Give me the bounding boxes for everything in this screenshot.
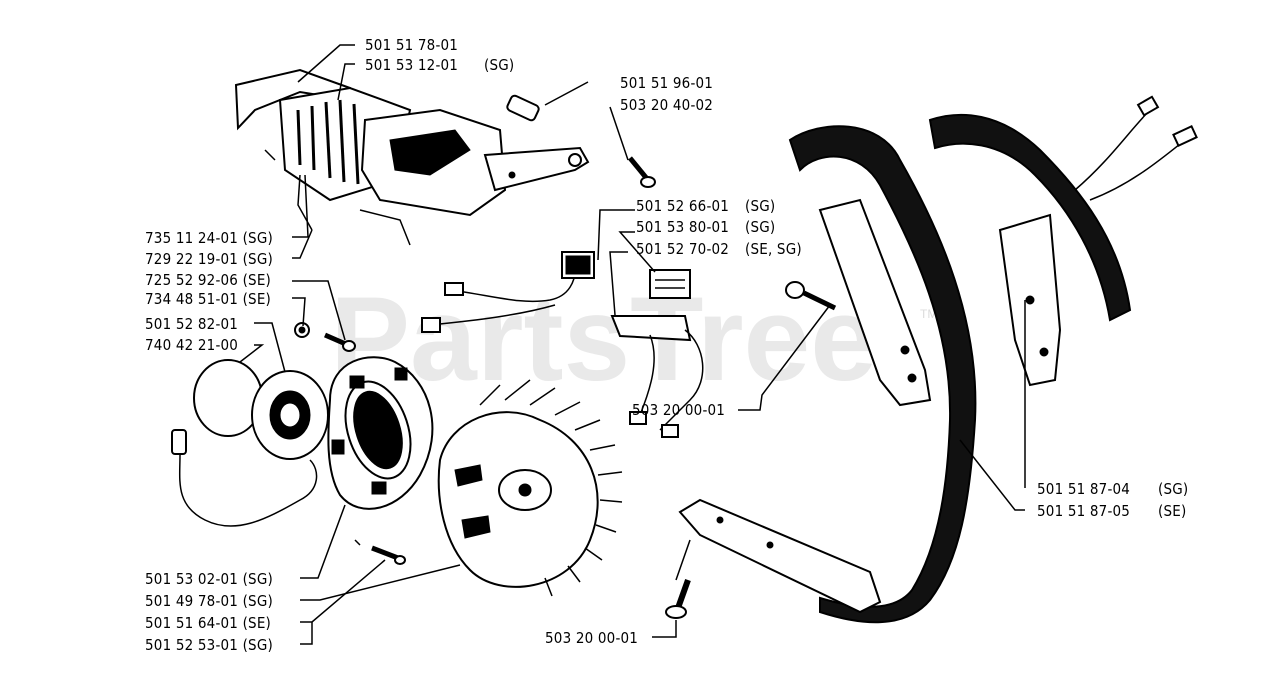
label-501-52-70-02-tag: (SE, SG) — [745, 240, 802, 258]
label-501-51-78-01: 501 51 78-01 — [365, 36, 458, 54]
wiring-harness — [421, 251, 595, 333]
watermark-text: PartsTree — [330, 272, 877, 406]
label-503-20-40-02: 503 20 40-02 — [620, 96, 713, 114]
ignition-coil-ring — [327, 356, 434, 510]
ignition-bracket-assembly — [234, 68, 590, 246]
label-501-51-64-01: 501 51 64-01 (SE) — [145, 614, 271, 632]
label-501-49-78-01: 501 49 78-01 (SG) — [145, 592, 273, 610]
screw-503-20-40-02 — [628, 156, 656, 188]
label-501-53-02-01: 501 53 02-01 (SG) — [145, 570, 273, 588]
terminal-connector — [506, 94, 540, 122]
label-501-52-82-01: 501 52 82-01 — [145, 315, 238, 333]
label-501-52-66-01-tag: (SG) — [745, 197, 775, 215]
screw-washer-set — [294, 322, 356, 352]
label-729-22-19-01: 729 22 19-01 (SG) — [145, 250, 273, 268]
label-734-48-51-01: 734 48 51-01 (SE) — [145, 290, 271, 308]
label-501-51-96-01: 501 51 96-01 — [620, 74, 713, 92]
label-501-51-87-05-tag: (SE) — [1158, 502, 1186, 520]
watermark-trademark: TM — [920, 307, 937, 321]
flywheel — [437, 379, 623, 597]
part-labels: 501 51 78-01 501 53 12-01 (SG) 501 51 96… — [145, 36, 1188, 654]
label-503-20-00-01-upper: 503 20 00-01 — [632, 401, 725, 419]
ignition-lead — [171, 429, 318, 527]
o-ring — [193, 359, 263, 437]
label-735-11-24-01: 735 11 24-01 (SG) — [145, 229, 273, 247]
label-501-53-12-01-tag: (SG) — [484, 56, 514, 74]
label-501-52-70-02: 501 52 70-02 — [636, 240, 729, 258]
starter-pulley — [251, 370, 329, 460]
label-501-51-87-05: 501 51 87-05 — [1037, 502, 1130, 520]
bolt-503-20-00-01-lower — [665, 578, 691, 619]
switch-connector-assembly — [610, 269, 704, 438]
label-501-52-66-01: 501 52 66-01 — [636, 197, 729, 215]
front-handle-bar — [678, 95, 1198, 624]
label-501-51-87-04-tag: (SG) — [1158, 480, 1188, 498]
label-501-53-12-01: 501 53 12-01 — [365, 56, 458, 74]
label-740-42-21-00: 740 42 21-00 — [145, 336, 238, 354]
label-501-53-80-01: 501 53 80-01 — [636, 218, 729, 236]
label-503-20-00-01-lower: 503 20 00-01 — [545, 629, 638, 647]
coil-screw — [354, 539, 406, 565]
label-501-52-53-01: 501 52 53-01 (SG) — [145, 636, 273, 654]
label-501-51-87-04: 501 51 87-04 — [1037, 480, 1130, 498]
label-725-52-92-06: 725 52 92-06 (SE) — [145, 271, 271, 289]
label-501-53-80-01-tag: (SG) — [745, 218, 775, 236]
leader-lines — [239, 44, 1026, 645]
